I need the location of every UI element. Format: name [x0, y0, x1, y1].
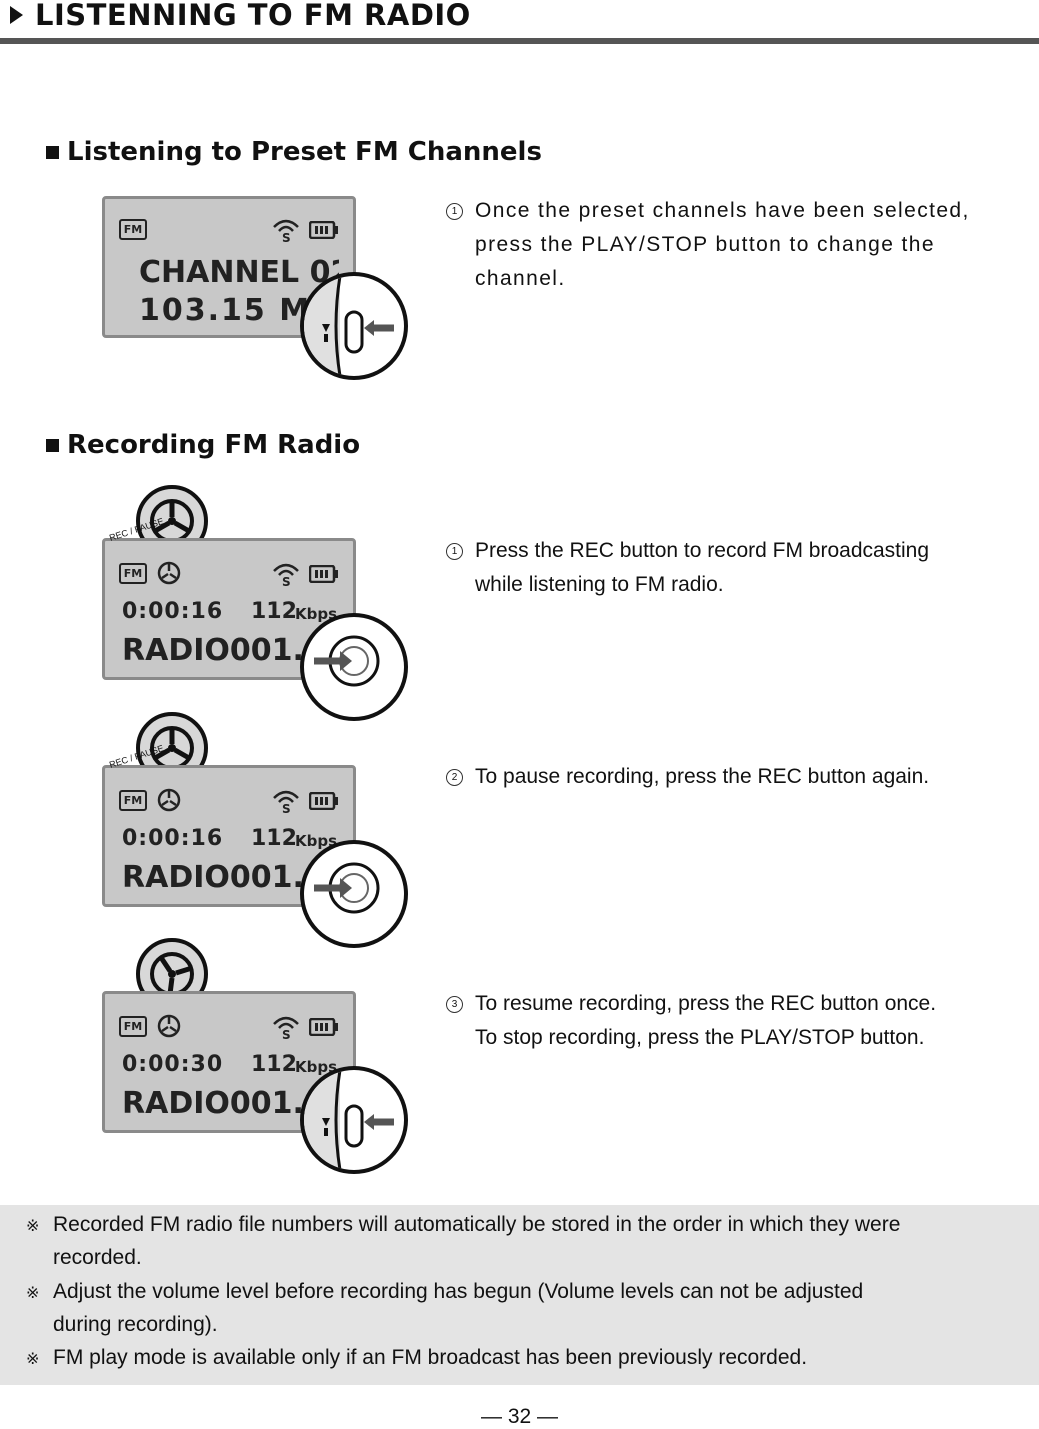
battery-icon — [309, 1018, 338, 1036]
signal-icon: S — [273, 790, 299, 814]
note-mark-icon: ※ — [26, 1218, 40, 1235]
recording-illustration-3: FM S 0:00:30 112 Kbps RADIO001. M — [102, 938, 414, 1184]
rec-pause-button-icon — [314, 862, 380, 914]
lcd-time: 0:00:16 — [122, 826, 224, 851]
header-rule — [0, 38, 1039, 44]
play-stop-button-icon — [304, 1070, 394, 1170]
lcd-filename: RADIO001. M — [122, 1086, 312, 1121]
svg-text:S: S — [282, 1028, 291, 1040]
note-item: ※ FM play mode is available only if an F… — [26, 1341, 1016, 1374]
play-stop-button-icon — [304, 276, 394, 376]
note-text: FM play mode is available only if an FM … — [53, 1341, 1016, 1374]
step-text: To pause recording, press the REC button… — [475, 760, 1023, 794]
recording-step-2: 2 To pause recording, press the REC butt… — [446, 760, 1023, 794]
note-item: ※ Adjust the volume level before recordi… — [26, 1275, 1016, 1341]
section-heading-preset: Listening to Preset FM Channels — [46, 137, 542, 167]
lcd-time: 0:00:30 — [122, 1052, 224, 1077]
recording-illustration-2: FM S 0:00:16 112 Kbps RADIO001. M REC / … — [102, 712, 414, 948]
lcd-display: FM S CHANNEL 02 103.15 MH — [102, 196, 356, 338]
section-heading-text: Recording FM Radio — [67, 430, 361, 460]
lcd-line-1: CHANNEL 02 — [139, 255, 339, 290]
lcd-display: FM S 0:00:30 112 Kbps RADIO001. M — [102, 991, 356, 1133]
signal-icon: S — [273, 219, 299, 243]
svg-text:S: S — [282, 575, 291, 587]
square-bullet-icon — [46, 145, 59, 159]
step-number: 3 — [446, 996, 463, 1013]
section-heading-recording: Recording FM Radio — [46, 430, 360, 460]
rec-pause-button-zoom — [300, 840, 408, 948]
recording-illustration-1: FM S 0:00:16 112 Kbps RADIO001. M REC / … — [102, 485, 414, 721]
signal-icon: S — [273, 563, 299, 587]
lcd-filename: RADIO001. M — [122, 633, 312, 668]
record-reel-icon — [157, 561, 181, 585]
step-text: Press the REC button to record FM broadc… — [475, 534, 1023, 602]
lcd-line-2: 103.15 MH — [139, 293, 309, 328]
lcd-bitrate: 112 — [251, 599, 297, 624]
rec-pause-button-icon — [314, 635, 380, 687]
svg-text:S: S — [282, 231, 291, 243]
step-number: 1 — [446, 203, 463, 220]
step-line: Press the REC button to record FM broadc… — [475, 539, 930, 562]
step-number: 1 — [446, 543, 463, 560]
note-text: Recorded FM radio file numbers will auto… — [53, 1208, 1016, 1274]
lcd-bitrate-unit: Kbps — [295, 605, 338, 623]
recording-step-3: 3 To resume recording, press the REC but… — [446, 987, 1023, 1055]
fm-badge: FM — [119, 790, 147, 811]
note-line: during recording). — [53, 1313, 218, 1336]
notes-panel: ※ Recorded FM radio file numbers will au… — [0, 1205, 1039, 1385]
lcd-time: 0:00:16 — [122, 599, 224, 624]
note-text: Adjust the volume level before recording… — [53, 1275, 1016, 1341]
note-line: Adjust the volume level before recording… — [53, 1280, 864, 1303]
page-title-text: LISTENNING TO FM RADIO — [35, 0, 471, 32]
triangle-bullet-icon — [10, 6, 23, 24]
page-number: — 32 — — [480, 1405, 559, 1428]
step-line: Once the preset channels have been selec… — [475, 199, 970, 222]
note-line: recorded. — [53, 1246, 142, 1269]
step-line: while listening to FM radio. — [475, 573, 724, 596]
note-line: Recorded FM radio file numbers will auto… — [53, 1213, 901, 1236]
recording-step-1: 1 Press the REC button to record FM broa… — [446, 534, 1023, 602]
page-header: LISTENNING TO FM RADIO — [0, 0, 1039, 46]
fm-badge: FM — [119, 219, 147, 240]
svg-text:S: S — [282, 802, 291, 814]
lcd-bitrate: 112 — [251, 1052, 297, 1077]
section-heading-text: Listening to Preset FM Channels — [67, 137, 542, 167]
square-bullet-icon — [46, 438, 59, 452]
step-text: Once the preset channels have been selec… — [475, 194, 1023, 296]
note-mark-icon: ※ — [26, 1351, 40, 1368]
signal-icon: S — [273, 1016, 299, 1040]
lcd-filename: RADIO001. M — [122, 860, 312, 895]
step-text: To resume recording, press the REC butto… — [475, 987, 1023, 1055]
lcd-bitrate-unit: Kbps — [295, 1058, 338, 1076]
page-title: LISTENNING TO FM RADIO — [10, 0, 471, 32]
record-reel-icon — [157, 788, 181, 812]
step-number: 2 — [446, 769, 463, 786]
step-line: channel. — [475, 267, 566, 290]
play-stop-button-zoom — [300, 272, 408, 380]
lcd-bitrate-unit: Kbps — [295, 832, 338, 850]
preset-step-1: 1 Once the preset channels have been sel… — [446, 194, 1023, 296]
fm-badge: FM — [119, 563, 147, 584]
step-line: press the PLAY/STOP button to change the — [475, 233, 935, 256]
lcd-bitrate: 112 — [251, 826, 297, 851]
note-mark-icon: ※ — [26, 1285, 40, 1302]
battery-icon — [309, 221, 338, 239]
record-reel-icon — [157, 1014, 181, 1038]
step-line: To pause recording, press the REC button… — [475, 765, 930, 788]
note-line: FM play mode is available only if an FM … — [53, 1346, 808, 1369]
battery-icon — [309, 792, 338, 810]
step-line: To stop recording, press the PLAY/STOP b… — [475, 1026, 925, 1049]
rec-pause-button-zoom — [300, 613, 408, 721]
preset-channel-illustration: FM S CHANNEL 02 103.15 MH — [102, 196, 414, 388]
step-line: To resume recording, press the REC butto… — [475, 992, 937, 1015]
play-stop-button-zoom — [300, 1066, 408, 1174]
battery-icon — [309, 565, 338, 583]
fm-badge: FM — [119, 1016, 147, 1037]
note-item: ※ Recorded FM radio file numbers will au… — [26, 1208, 1016, 1274]
